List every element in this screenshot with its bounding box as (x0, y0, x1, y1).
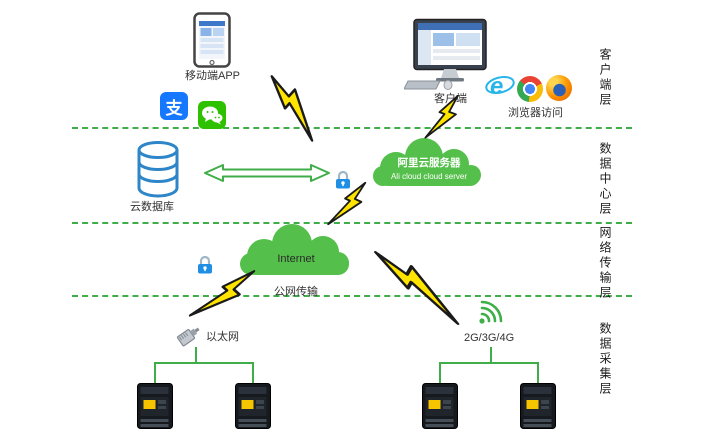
lightning-bolt-icon (270, 75, 314, 142)
connector-line (490, 347, 492, 363)
layer-divider-2 (72, 222, 632, 224)
connector-line (154, 362, 156, 383)
ethernet-plug-icon (176, 327, 200, 347)
client-label: 客户端 (434, 93, 467, 105)
firefox-browser-icon (546, 75, 572, 101)
lightning-bolt-icon (327, 181, 367, 226)
ethernet-label: 以太网 (206, 331, 239, 343)
lock-icon (336, 170, 350, 189)
ali-cloud-icon: 阿里云服务器 Ali cloud cloud server (373, 138, 481, 186)
ali-cloud-label-cn: 阿里云服务器 (398, 156, 461, 169)
layer-label-client: 客户端层 (598, 48, 612, 108)
layer-divider-3 (72, 295, 632, 297)
alipay-icon: 支 (160, 92, 188, 120)
ali-cloud-label-en: Ali cloud cloud server (391, 172, 467, 181)
alipay-glyph: 支 (165, 98, 183, 118)
layer-label-network: 网络传输层 (598, 226, 612, 301)
connector-line (537, 362, 539, 383)
layer-label-datacenter: 数据中心层 (598, 142, 612, 217)
connector-line (195, 347, 197, 363)
chrome-browser-icon (517, 76, 543, 102)
cellular-label: 2G/3G/4G (464, 332, 515, 344)
database-icon (137, 141, 179, 198)
connector-line (252, 362, 254, 383)
device-terminal-1 (137, 383, 173, 429)
internet-cloud-icon: Internet (240, 224, 349, 275)
device-terminal-2 (235, 383, 271, 429)
connector-line (439, 362, 441, 383)
ie-browser-icon: e (485, 73, 515, 100)
public-network-label: 公网传输 (274, 286, 318, 298)
wifi-icon (479, 300, 503, 324)
lightning-bolt-icon (188, 270, 256, 317)
connector-line (154, 362, 254, 364)
wechat-bubbles-icon (202, 106, 223, 125)
mobile-phone-icon (193, 12, 231, 68)
lock-icon (198, 255, 212, 274)
desktop-computer-icon (404, 18, 487, 90)
mobile-app-label: 移动端APP (185, 70, 241, 82)
layer-divider-1 (72, 127, 632, 129)
lightning-bolt-icon (374, 251, 460, 325)
lightning-bolt-icon (424, 94, 459, 139)
wechat-icon (198, 101, 226, 129)
connector-line (439, 362, 539, 364)
internet-label: Internet (277, 253, 314, 265)
double-arrow-icon (204, 164, 330, 182)
device-terminal-3 (422, 383, 458, 429)
browser-access-label: 浏览器访问 (508, 107, 563, 119)
layer-label-collection: 数据采集层 (598, 322, 612, 397)
cloud-database-label: 云数据库 (130, 201, 174, 213)
device-terminal-4 (520, 383, 556, 429)
